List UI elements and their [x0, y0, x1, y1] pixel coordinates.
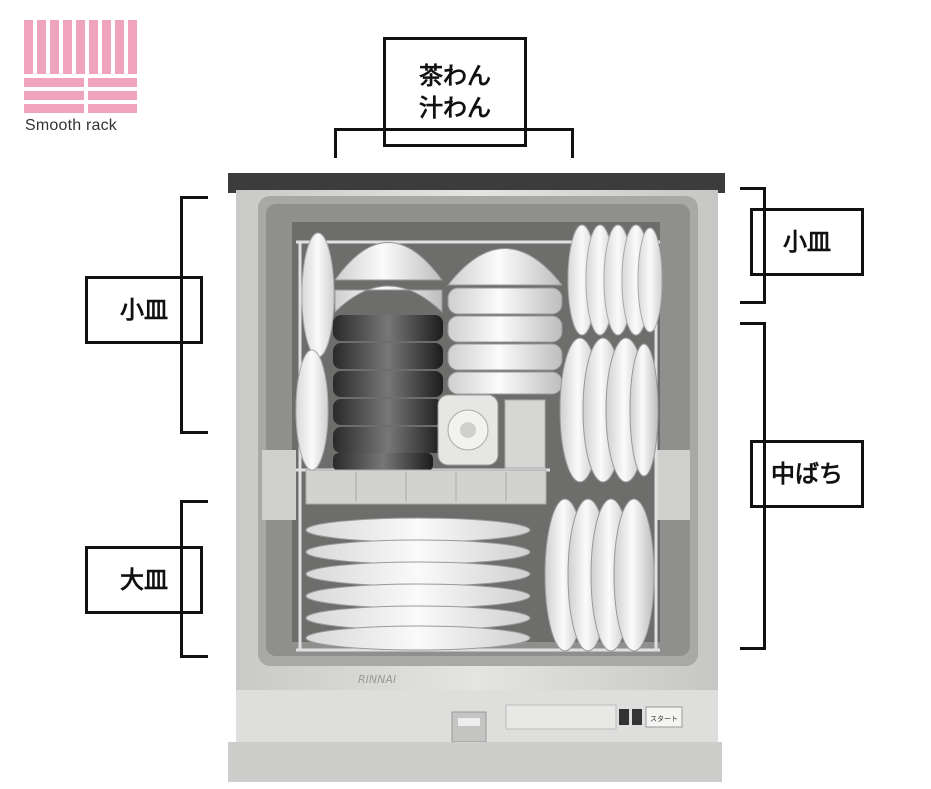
- left-small-plates: [295, 232, 335, 471]
- label-left-small-plates-text: 小皿: [120, 295, 168, 324]
- right-medium-bowls-lower: [544, 498, 655, 652]
- bracket-top: [334, 128, 574, 158]
- label-bowls-line1: 茶わん: [419, 61, 491, 90]
- label-large-plates-text: 大皿: [120, 565, 168, 594]
- panel-display: [505, 704, 617, 730]
- label-medium-bowls-text: 中ばち: [771, 459, 843, 488]
- bracket-left-upper: [180, 196, 208, 434]
- bracket-right-upper: [740, 187, 766, 304]
- brand-mark: RINNAI: [358, 673, 396, 686]
- smooth-rack-logo: [24, 20, 137, 113]
- label-left-small-plates: 小皿: [85, 276, 203, 344]
- door-handle: [451, 711, 487, 743]
- large-plates: [305, 517, 531, 651]
- label-right-small-plates: 小皿: [750, 208, 864, 276]
- start-button-label: スタート: [650, 714, 678, 723]
- dishwasher-base: [228, 742, 722, 782]
- right-small-plates: [567, 224, 663, 336]
- right-medium-bowls-upper: [559, 337, 659, 483]
- label-bowls-line2: 汁わん: [419, 94, 491, 122]
- label-large-plates: 大皿: [85, 546, 203, 614]
- start-button: [645, 706, 683, 728]
- lower-tray: [305, 469, 547, 505]
- logo-caption: Smooth rack: [25, 117, 118, 134]
- label-medium-bowls: 中ばち: [750, 440, 864, 508]
- dark-bowls: [333, 315, 443, 471]
- top-bowls-center: [446, 248, 564, 395]
- label-right-small-plates-text: 小皿: [783, 227, 831, 256]
- top-bowls-left: [334, 242, 443, 314]
- bracket-left-lower: [180, 500, 208, 658]
- top-strip: [228, 173, 725, 193]
- cutlery-basket: [437, 394, 546, 469]
- bracket-right-lower: [740, 322, 766, 650]
